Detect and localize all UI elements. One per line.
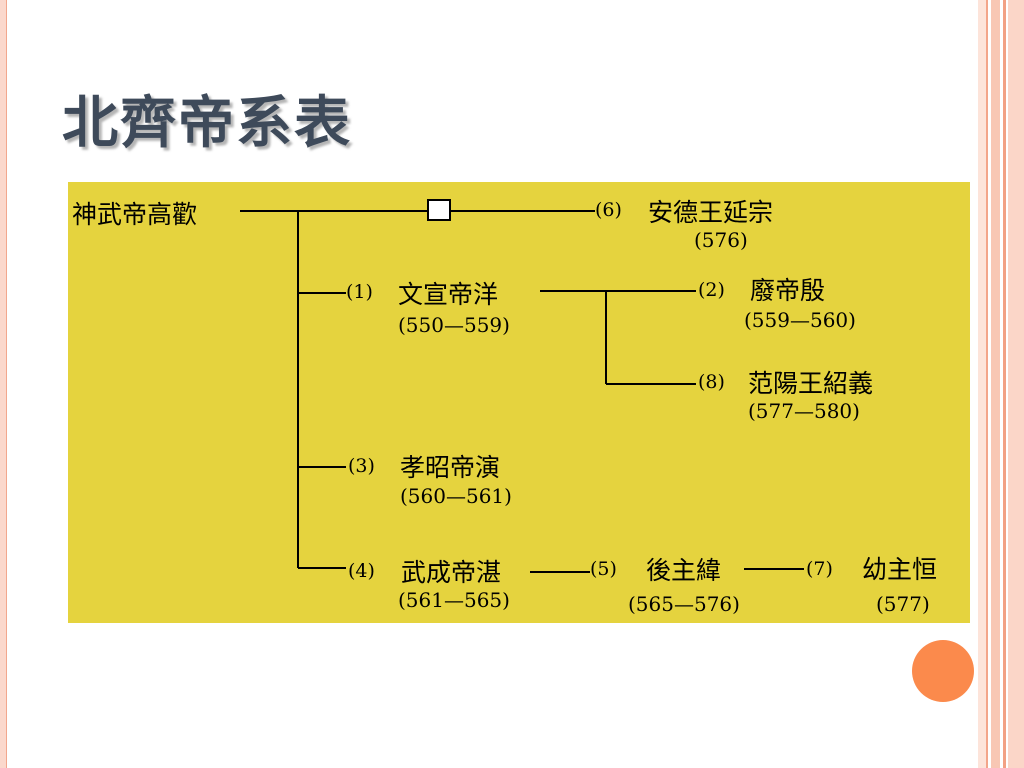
node-1-name: 文宣帝洋 [398, 280, 499, 309]
node-5-name: 後主緯 [646, 556, 722, 585]
tree-connector-lines [240, 199, 804, 573]
node-8-name: 范陽王紹義 [748, 369, 874, 398]
node-7-number: (7) [806, 558, 833, 580]
node-3-years: (560—561) [400, 484, 512, 508]
left-page-border [0, 0, 7, 768]
node-8-years: (577—580) [748, 399, 860, 423]
node-1-years: (550—559) [398, 313, 510, 337]
node-6-number: (6) [595, 199, 622, 221]
orange-circle-decoration [912, 640, 974, 702]
node-6-name: 安德王延宗 [648, 198, 774, 227]
node-1-number: (1) [346, 281, 373, 303]
node-8-number: (8) [698, 371, 725, 393]
node-3-number: (3) [348, 455, 375, 477]
family-tree-panel: 神武帝高歡 (6) 安德王延宗 (576) (1) 文宣帝洋 (550—559)… [68, 182, 970, 623]
node-3-name: 孝昭帝演 [400, 453, 501, 482]
node-2-name: 廢帝殷 [750, 276, 826, 305]
node-4-name: 武成帝湛 [401, 558, 502, 587]
unknown-ancestor-box [427, 199, 451, 221]
slide-title: 北齊帝系表 [62, 90, 352, 156]
node-2-years: (559—560) [744, 308, 856, 332]
root-ancestor-name: 神武帝高歡 [72, 200, 198, 229]
node-2-number: (2) [698, 279, 725, 301]
node-7-years: (577) [876, 592, 930, 616]
right-decorative-stripes [978, 0, 1024, 768]
node-6-years: (576) [694, 228, 748, 252]
node-4-number: (4) [348, 560, 375, 582]
node-4-years: (561—565) [398, 588, 510, 612]
node-5-years: (565—576) [628, 592, 740, 616]
node-7-name: 幼主恒 [862, 555, 938, 584]
node-5-number: (5) [590, 558, 617, 580]
